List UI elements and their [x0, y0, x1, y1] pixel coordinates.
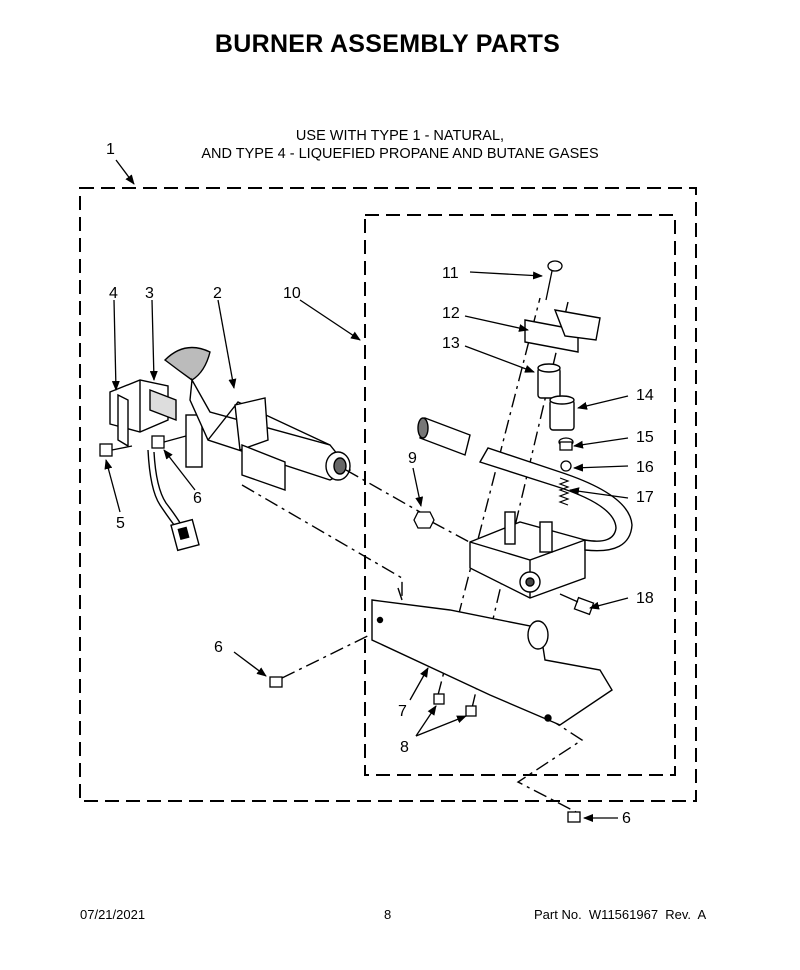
outer-assembly-boundary	[79, 187, 697, 802]
callout-18: 18	[636, 590, 654, 607]
callout-1: 1	[106, 141, 115, 158]
spring-17	[558, 477, 570, 506]
callout-6-bottom-right: 6	[622, 810, 631, 827]
callout-5: 5	[116, 515, 125, 532]
callout-9: 9	[408, 450, 417, 467]
callout-12: 12	[442, 305, 460, 322]
igniter-wire-connector	[147, 449, 200, 552]
callout-13: 13	[442, 335, 460, 352]
screw-6-bottom-left	[269, 676, 283, 688]
callout-10: 10	[283, 285, 301, 302]
screws-8	[433, 693, 477, 717]
callout-3: 3	[145, 285, 154, 302]
assembly-guide-lines	[241, 297, 584, 813]
subtitle-line-1: USE WITH TYPE 1 - NATURAL,	[295, 128, 505, 144]
callout-14: 14	[636, 387, 654, 404]
fitting-9	[413, 511, 435, 529]
footer-page-number: 8	[384, 907, 392, 922]
inner-valve-assembly-boundary	[364, 214, 676, 776]
footer-part-number: Part No. W11561967 Rev. A	[534, 907, 707, 922]
callout-4: 4	[109, 285, 118, 302]
callout-6-left: 6	[193, 490, 202, 507]
screw-5-left	[99, 443, 133, 457]
coil-bracket	[524, 309, 601, 353]
callout-11: 11	[442, 265, 459, 282]
connector-18	[559, 593, 595, 616]
gas-type-subtitle: USE WITH TYPE 1 - NATURAL, AND TYPE 4 - …	[0, 127, 800, 163]
screw-6-bottom-right	[567, 811, 581, 823]
screw-11	[545, 260, 563, 301]
callout-2: 2	[213, 285, 222, 302]
callout-16: 16	[636, 459, 654, 476]
igniter-bracket	[109, 379, 203, 468]
footer-date: 07/21/2021	[80, 907, 146, 922]
burner-orifice-cylinder	[417, 417, 471, 456]
coil-13	[537, 363, 561, 399]
callout-6-bottom-left: 6	[214, 639, 223, 656]
callout-15: 15	[636, 429, 654, 446]
mounting-bracket	[371, 587, 613, 726]
gas-supply-pipe	[478, 447, 633, 552]
burner-tube	[163, 346, 352, 491]
subtitle-line-2: AND TYPE 4 - LIQUEFIED PROPANE AND BUTAN…	[201, 146, 599, 162]
callout-8: 8	[400, 739, 409, 756]
callout-17: 17	[636, 489, 654, 506]
cap-16	[560, 460, 572, 472]
coil-14	[549, 395, 575, 431]
screw-6-left	[151, 435, 187, 449]
cap-15	[558, 437, 574, 451]
page-title: BURNER ASSEMBLY PARTS	[214, 30, 561, 58]
callout-7: 7	[398, 703, 407, 720]
callout-leaders	[104, 159, 629, 822]
gas-valve-body	[469, 511, 586, 599]
